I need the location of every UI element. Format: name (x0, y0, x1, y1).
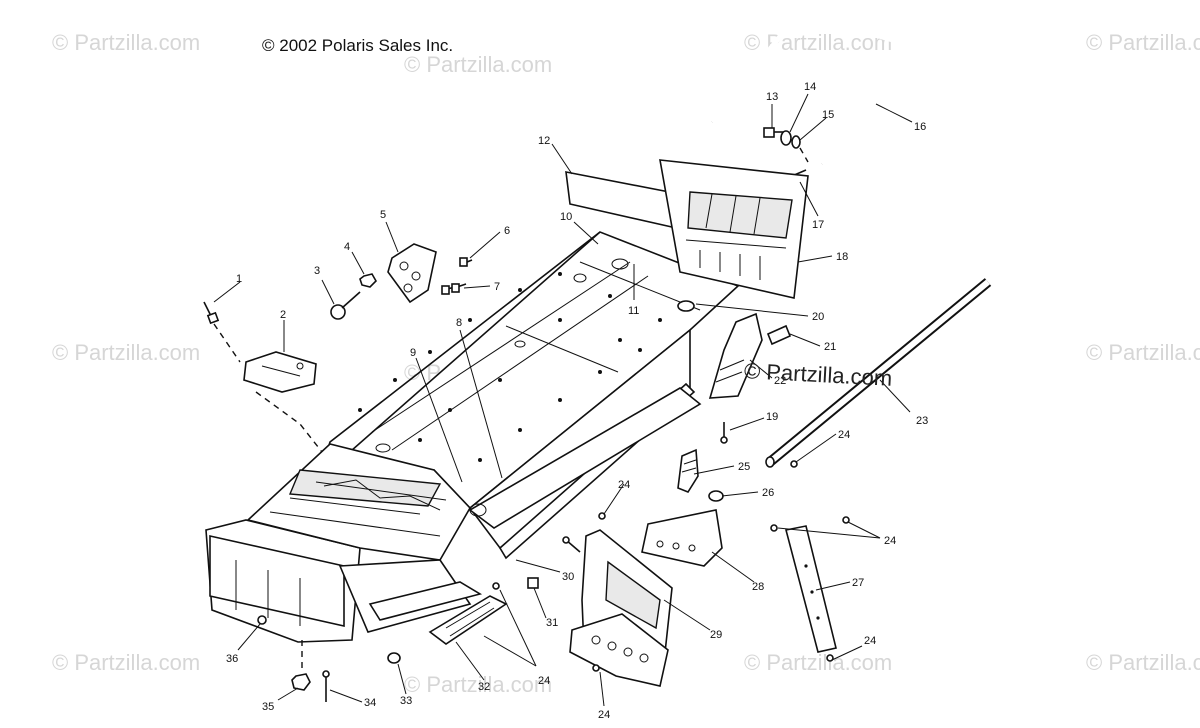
callout-25: 25 (738, 461, 750, 473)
callout-1: 1 (236, 273, 242, 285)
callout-6: 6 (504, 225, 510, 237)
part-15-washer (791, 135, 809, 163)
part-22-footrest-block (708, 312, 763, 399)
callout-33: 33 (400, 695, 412, 707)
part-25-bracket (677, 448, 699, 493)
callout-16: 16 (914, 121, 926, 133)
callout-31: 31 (546, 617, 558, 629)
callout-24: 24 (538, 675, 550, 687)
part-2-bracket (243, 351, 323, 453)
callout-24: 24 (864, 635, 876, 647)
callout-24: 24 (618, 479, 630, 491)
watermark: © Partzilla.com (404, 672, 553, 697)
watermark: © Partzilla.com (1086, 340, 1200, 365)
callout-27: 27 (852, 577, 864, 589)
part-16-grab-rail (710, 12, 916, 166)
callout-labels: 1 2 3 4 5 6 7 8 9 10 11 12 13 14 15 16 1… (226, 81, 928, 721)
part-20-knob (677, 300, 695, 312)
callout-29: 29 (710, 629, 722, 641)
callout-12: 12 (538, 135, 550, 147)
callout-24: 24 (598, 709, 610, 721)
callout-4: 4 (344, 241, 350, 253)
part-23-bar (765, 278, 992, 468)
callout-7: 7 (494, 281, 500, 293)
callout-26: 26 (762, 487, 774, 499)
callout-28: 28 (752, 581, 764, 593)
watermark: © Partzilla.com (1086, 650, 1200, 675)
part-28-bracket (641, 509, 723, 567)
part-1-screw (203, 301, 241, 363)
part-30-bolt (562, 536, 581, 553)
callout-15: 15 (822, 109, 834, 121)
callout-34: 34 (364, 697, 376, 709)
part-19-screw (720, 422, 728, 444)
watermark: © Partzilla.com (52, 30, 201, 55)
callout-2: 2 (280, 309, 286, 321)
part-3-bolt (330, 291, 361, 320)
callout-17: 17 (812, 219, 824, 231)
callout-24: 24 (838, 429, 850, 441)
part-32-plate (428, 595, 508, 645)
watermark: © Partzilla.com (1086, 30, 1200, 55)
watermark: © Partzilla.com (404, 52, 553, 77)
part-6-bolt (459, 257, 473, 267)
watermark: © Partzilla.com (52, 650, 201, 675)
part-24-rivets (492, 460, 850, 672)
callout-36: 36 (226, 653, 238, 665)
part-18-rear-panel (659, 159, 809, 299)
part-35-nut (291, 640, 311, 691)
watermark: © Partzilla.com (52, 340, 201, 365)
callout-20: 20 (812, 311, 824, 323)
callout-24: 24 (884, 535, 896, 547)
callout-32: 32 (478, 681, 490, 693)
callout-14: 14 (804, 81, 816, 93)
part-7-bolts (441, 283, 467, 295)
callout-11: 11 (628, 305, 639, 317)
part-36-bolt (257, 615, 267, 625)
part-14-washer (780, 130, 792, 146)
callout-19: 19 (766, 411, 778, 423)
callout-23: 23 (916, 415, 928, 427)
part-26-bushing (708, 490, 724, 502)
part-31-nut (527, 577, 539, 589)
callout-30: 30 (562, 571, 574, 583)
callout-21: 21 (824, 341, 836, 353)
part-33-bushing (387, 652, 401, 664)
callout-10: 10 (560, 211, 572, 223)
part-4-nut (359, 273, 377, 288)
chassis-frame (205, 231, 740, 643)
watermark: © Partzilla.com (744, 650, 893, 675)
callout-5: 5 (380, 209, 386, 221)
callout-8: 8 (456, 317, 462, 329)
part-29-running-board (569, 529, 673, 687)
part-21-pad (766, 324, 792, 346)
callout-13: 13 (766, 91, 778, 103)
callout-22: 22 (774, 375, 786, 387)
callout-3: 3 (314, 265, 320, 277)
callout-35: 35 (262, 701, 274, 713)
callout-18: 18 (836, 251, 848, 263)
part-27-rail (785, 525, 837, 653)
part-34-bolt (322, 670, 330, 702)
callout-9: 9 (410, 347, 416, 359)
part-5-plate (387, 243, 437, 304)
leader-lines (213, 93, 913, 707)
copyright-notice: © 2002 Polaris Sales Inc. (262, 36, 454, 55)
